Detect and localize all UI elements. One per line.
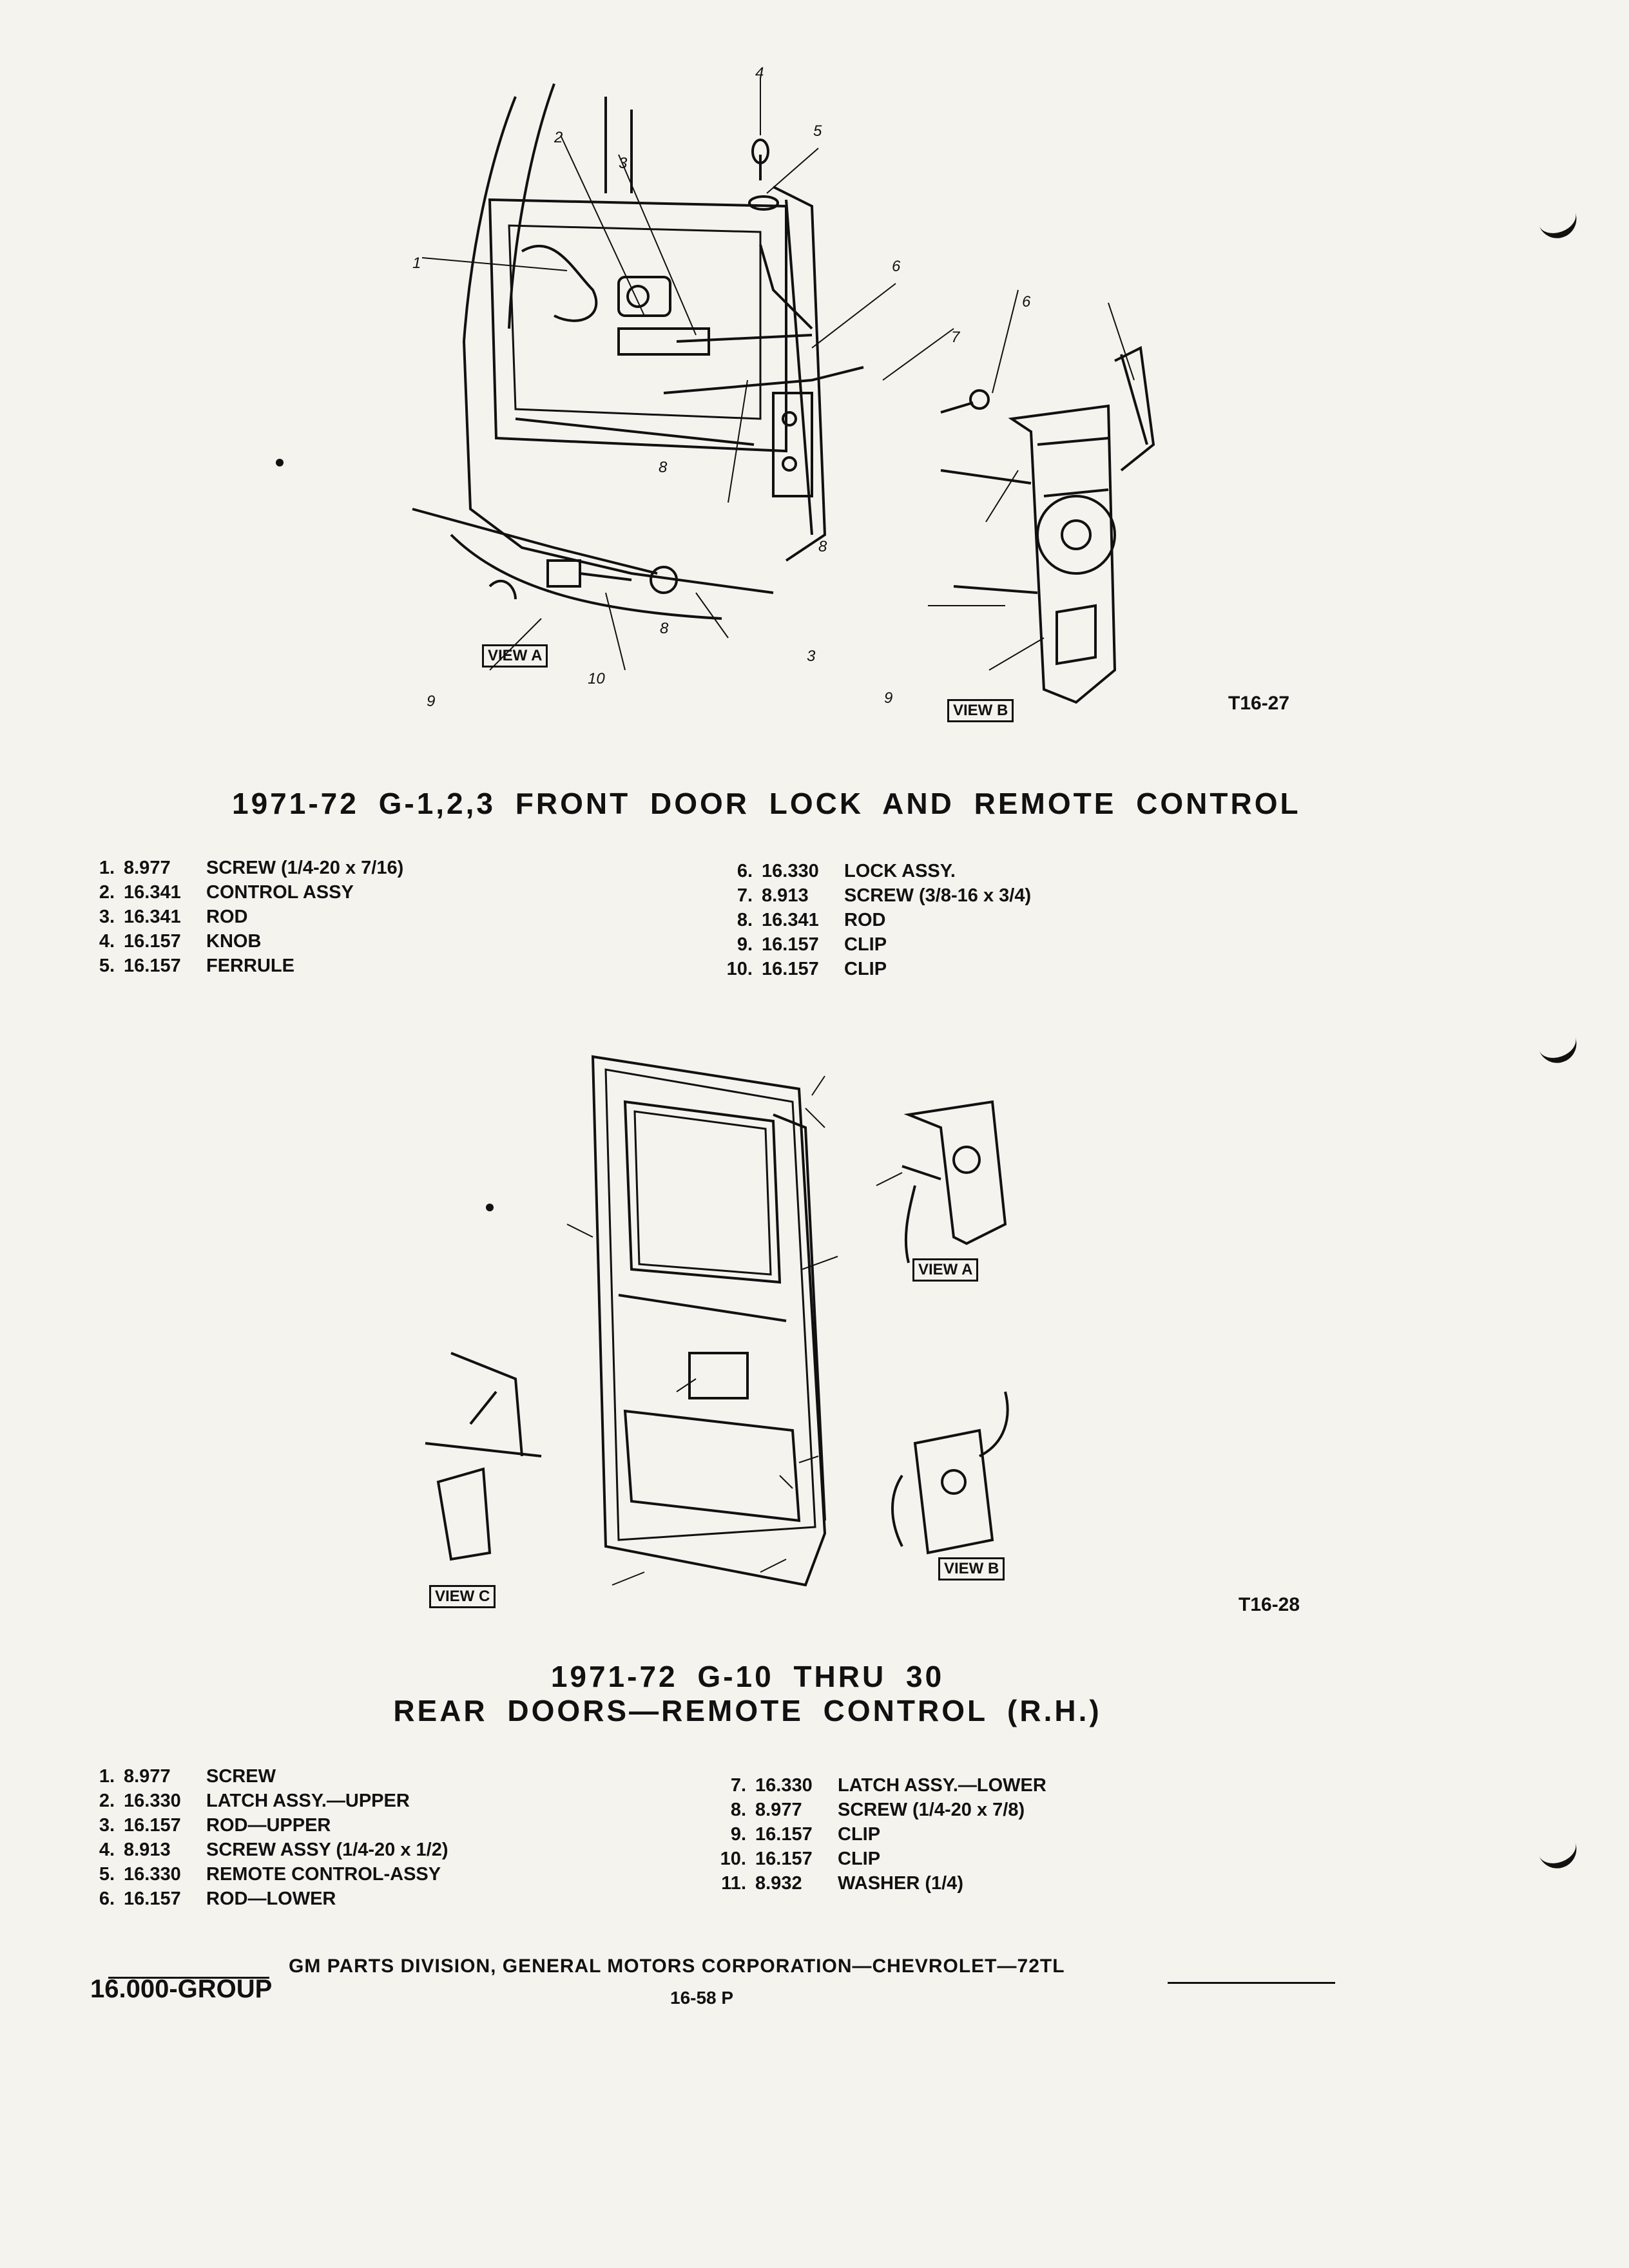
callout-4: 4 [755,64,764,82]
footer-page-number: 16-58 P [670,1988,734,2008]
view-c-label-rear: VIEW C [429,1585,496,1608]
callout-10: 10 [588,670,605,687]
callout-5: 5 [813,122,822,140]
view-a-label-rear: VIEW A [912,1258,979,1282]
figure2-title-line1: 1971-72 G-10 THRU 30 [550,1660,945,1693]
callout-3b: 3 [807,648,816,665]
callout-1: 1 [412,255,421,272]
callout-9b: 9 [884,689,893,707]
figure-ref-t16-27: T16-27 [1228,693,1290,714]
view-b-label-rear: VIEW B [938,1557,1005,1581]
footer-rule-left [108,1977,269,1979]
front-door-lock-illustration [361,58,1366,754]
binding-mark [1537,1836,1582,1874]
scan-speck [276,459,284,466]
figure-ref-t16-28: T16-28 [1239,1594,1300,1615]
footer-publisher: GM PARTS DIVISION, GENERAL MOTORS CORPOR… [289,1956,1065,1977]
binding-mark [1537,1031,1582,1069]
callout-6a: 6 [892,258,901,275]
footer-group-label: 16.000-GROUP [90,1975,273,2003]
binding-mark [1537,206,1582,244]
rear-door-remote-illustration [412,1031,1315,1624]
figure1-title: 1971-72 G-1,2,3 FRONT DOOR LOCK AND REMO… [232,787,1301,820]
callout-3: 3 [619,155,628,172]
callout-8a: 8 [659,459,668,476]
callout-8c: 8 [660,620,669,637]
figure2-title-line2: REAR DOORS—REMOTE CONTROL (R.H.) [393,1694,1102,1727]
callout-7: 7 [951,329,960,346]
callout-9a: 9 [427,693,436,710]
callout-2: 2 [554,129,563,146]
callout-6b: 6 [1022,293,1031,311]
callout-8b: 8 [818,538,827,555]
footer-rule-right [1168,1982,1335,1984]
scan-speck [486,1204,494,1211]
view-b-label: VIEW B [947,699,1014,722]
view-a-label: VIEW A [482,644,548,668]
